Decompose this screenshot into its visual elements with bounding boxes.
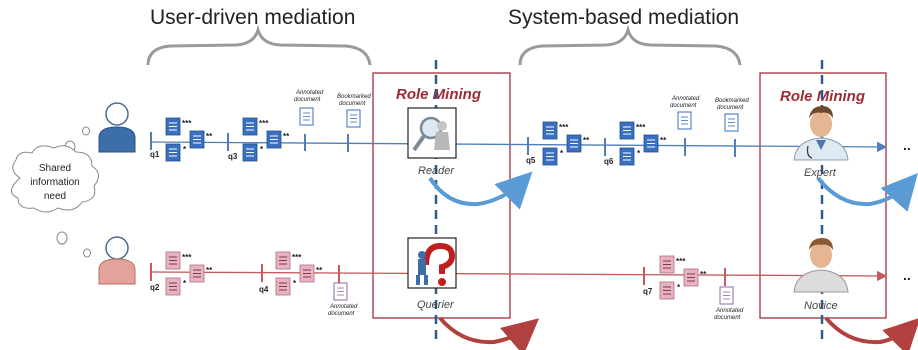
cloud-text-line3: need [44,191,66,202]
query-label-q5: q5 [526,156,536,165]
curved-arrow-red-right [824,316,918,350]
query-label-q1: q1 [150,150,160,159]
query-label-q2: q2 [150,283,160,292]
svg-text:document: document [717,105,744,111]
brace-user-driven [146,24,372,66]
svg-text:Annotated: Annotated [671,96,700,102]
red-user-icon [98,236,136,285]
svg-text:***: *** [559,123,569,132]
heading-user-driven: User-driven mediation [150,6,355,29]
continuation-dots-bottom: .. [903,267,911,283]
thought-cloud [11,145,99,213]
svg-text:***: *** [182,119,192,128]
svg-text:***: *** [636,123,646,132]
svg-text:document: document [670,103,697,109]
brace-system-based [518,24,742,66]
svg-text:*: * [260,145,264,154]
annotated-document-3: Annotated document [328,282,358,317]
result-cluster-q3: *** ** * [242,117,290,162]
expert-doctor-icon [793,106,849,161]
cloud-text-line1: Shared [39,163,71,174]
query-label-q4: q4 [259,285,269,294]
svg-text:**: ** [700,270,707,279]
result-cluster-q4: *** ** * [275,251,323,296]
annotated-document-2: Annotated document [670,96,700,130]
result-cluster-q7: *** ** * [659,255,707,300]
svg-text:Annotated: Annotated [295,90,324,96]
querier-question-icon [407,237,457,289]
svg-text:**: ** [660,136,667,145]
role-label-querier: Querier [417,299,455,311]
result-cluster-q6: *** ** * [619,121,667,166]
cloud-text-line2: information [30,177,79,188]
svg-text:***: *** [292,253,302,262]
svg-text:*: * [637,149,641,158]
svg-text:*: * [183,145,187,154]
curved-arrow-blue-left [428,171,533,210]
svg-text:***: *** [259,119,269,128]
bookmarked-document-2: Bookmarked document [715,98,749,132]
result-cluster-q5: *** ** * [542,121,590,166]
annotated-document-4: Annotated document [714,286,744,321]
svg-text:*: * [183,279,187,288]
svg-text:Annotated: Annotated [715,308,744,314]
svg-text:**: ** [206,266,213,275]
svg-text:document: document [339,101,366,107]
role-label-novice: Novice [804,300,838,312]
svg-text:**: ** [283,132,290,141]
curved-arrow-blue-right [816,173,918,212]
query-label-q6: q6 [604,157,614,166]
heading-system-based: System-based mediation [508,6,739,29]
role-label-reader: Reader [418,165,455,177]
svg-text:*: * [560,149,564,158]
svg-text:Bookmarked: Bookmarked [337,94,371,100]
thought-bubble-small-top [82,126,90,136]
svg-text:***: *** [676,257,686,266]
svg-text:**: ** [206,132,213,141]
bookmarked-document-1: Bookmarked document [337,94,371,128]
svg-text:**: ** [316,266,323,275]
svg-text:***: *** [182,253,192,262]
svg-text:**: ** [583,136,590,145]
svg-text:document: document [714,315,741,321]
novice-person-icon [793,238,849,293]
continuation-dots-top: .. [903,137,911,153]
svg-text:*: * [293,279,297,288]
curved-arrow-red-left [438,316,540,350]
blue-user-icon [98,102,136,153]
svg-text:Annotated: Annotated [329,304,358,310]
timeline-red [149,270,888,282]
svg-text:*: * [677,283,681,292]
annotated-document-1: Annotated document [294,90,324,126]
result-cluster-q1: *** ** * [165,117,213,162]
thought-bubble-small-bottom [83,248,91,258]
svg-text:document: document [294,97,321,103]
thought-bubble-mid-bottom [56,231,68,245]
result-cluster-q2: *** ** * [165,251,213,296]
role-mining-title-left: Role Mining [396,86,481,103]
query-label-q3: q3 [228,152,238,161]
svg-text:document: document [328,311,355,317]
role-label-expert: Expert [804,167,837,179]
reader-magnifier-icon [407,107,457,159]
svg-text:Bookmarked: Bookmarked [715,98,749,104]
query-label-q7: q7 [643,287,653,296]
